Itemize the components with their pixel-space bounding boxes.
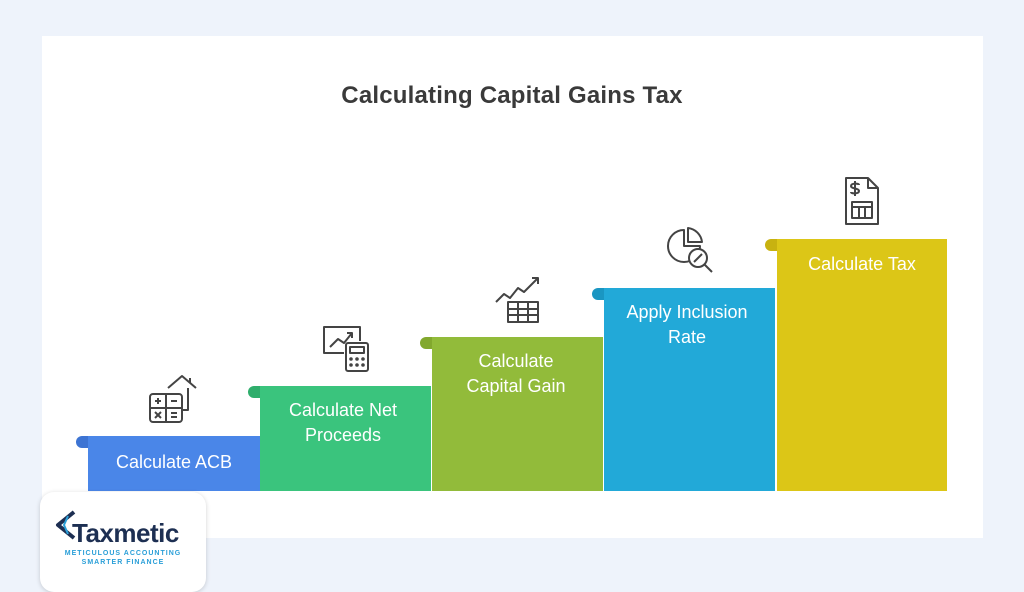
step-block: [604, 288, 775, 491]
trend-table-icon: [494, 274, 546, 326]
step-block: [777, 239, 947, 491]
logo-chevron-icon: [54, 510, 78, 545]
step-label: Calculate ACB: [115, 452, 233, 472]
step-block: [260, 386, 431, 491]
step-block: [432, 337, 603, 491]
step-calculate-acb: Calculate ACB: [76, 436, 260, 491]
diagram-title: Calculating Capital Gains Tax: [341, 82, 683, 109]
step-apply-inclusion-rate: Apply Inclusion Rate: [592, 288, 775, 491]
step-calculate-tax: Calculate Tax: [765, 239, 947, 491]
step-label: Calculate Net Proceeds: [288, 400, 398, 445]
step-label: Apply Inclusion Rate: [626, 302, 748, 347]
logo-name: Taxmetic: [72, 518, 179, 548]
step-block: [88, 436, 260, 491]
calculator-house-icon: [146, 372, 200, 424]
pie-magnifier-icon: [664, 226, 718, 280]
step-label: Calculate Capital Gain: [466, 351, 566, 396]
logo-tagline-2: SMARTER FINANCE: [81, 559, 165, 566]
step-calculate-net-proceeds: Calculate Net Proceeds: [248, 386, 431, 491]
step-calculate-capital-gain: Calculate Capital Gain: [420, 337, 603, 491]
logo-tagline-1: METICULOUS ACCOUNTING: [64, 550, 182, 557]
taxmetic-logo: Taxmetic METICULOUS ACCOUNTING SMARTER F…: [40, 492, 206, 592]
chart-calculator-icon: [320, 323, 372, 375]
step-label: Calculate Tax: [808, 254, 916, 274]
tax-document-icon: [838, 176, 886, 228]
